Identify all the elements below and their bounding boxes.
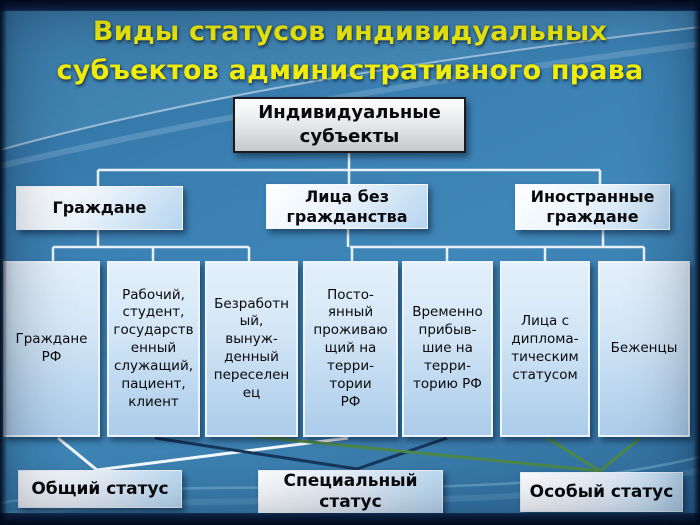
bottom-frame-bar (0, 513, 700, 525)
node-foreign-citizens: Иностранные граждане (515, 184, 670, 230)
top-swoosh-fill (0, 0, 700, 150)
node-temporary-arrivals: Временно прибыв- шие на терри- торию РФ (402, 261, 493, 437)
right-frame-edge (693, 0, 700, 525)
node-citizens: Граждане (16, 186, 183, 230)
node-worker-student-employee: Рабочий, студент, государств енный служа… (107, 261, 200, 437)
top-frame-bar (0, 0, 700, 11)
node-permanent-resident: Посто- янный проживаю щий на терри- тори… (303, 261, 398, 437)
slide-title-line1: Виды статусов индивидуальных (92, 16, 608, 47)
left-frame-edge (0, 0, 7, 525)
slide-title: Виды статусов индивидуальных субъектов а… (0, 12, 700, 90)
node-stateless-persons: Лица без гражданства (266, 184, 428, 229)
node-special-status: Специальный статус (258, 470, 443, 514)
node-unemployed-migrant: Безработн ый, вынуж- денный переселен ец (205, 261, 298, 437)
particular-status-links (249, 434, 641, 473)
node-refugees: Беженцы (598, 261, 690, 437)
particular-link-refugees-line (599, 436, 641, 473)
node-rf-citizens: Граждане РФ (3, 261, 100, 437)
particular-link-diplomatic-line (546, 436, 601, 473)
node-individual-subjects: Индивидуальные субъекты (233, 97, 466, 153)
slide-title-line2: субъектов административного права (56, 55, 644, 86)
node-general-status: Общий статус (18, 470, 182, 508)
top-swoosh-line (0, 26, 700, 151)
particular-link-migrant-line (249, 434, 601, 473)
tree-connectors (51, 153, 646, 261)
special-status-link-line (154, 436, 448, 471)
node-particular-status: Особый статус (520, 472, 683, 512)
node-diplomatic-status: Лица с диплома- тическим статусом (500, 261, 590, 437)
